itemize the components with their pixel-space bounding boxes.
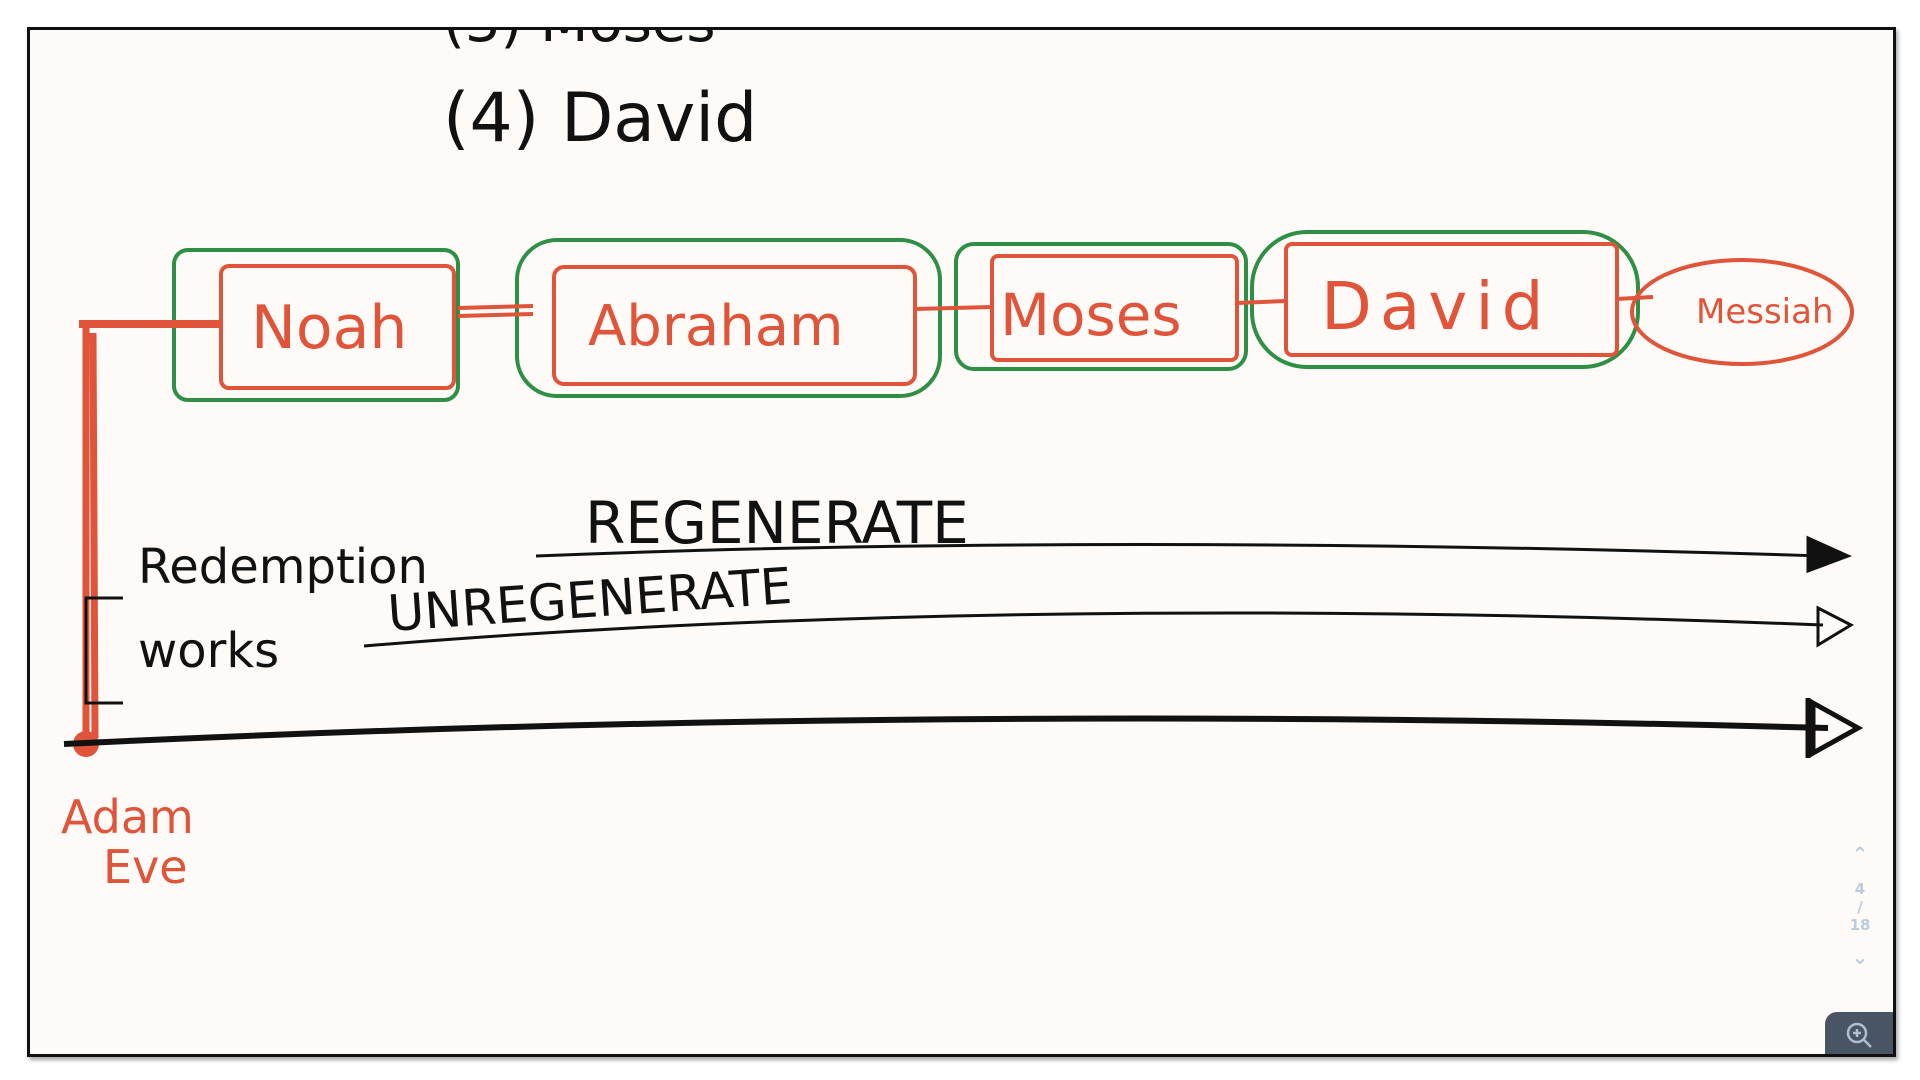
page-separator: / xyxy=(1857,898,1863,916)
label-messiah: Messiah xyxy=(1696,292,1834,332)
redemption-line xyxy=(535,543,1824,558)
whiteboard-slide: (3) Moses (4) David Noah Abraham Moses D… xyxy=(27,27,1896,1057)
red-outlines xyxy=(79,242,1854,744)
timeline-labels: Redemption REGENERATE works UNREGENERATE xyxy=(138,489,969,679)
main-arrow-icon xyxy=(1805,698,1864,758)
origin-labels: Adam Eve xyxy=(61,790,194,894)
page-total: 18 xyxy=(1849,916,1871,934)
regenerate-label: REGENERATE xyxy=(585,489,969,557)
works-line xyxy=(363,611,1824,648)
partial-heading: (3) Moses xyxy=(443,30,716,55)
label-david: David xyxy=(1321,268,1552,345)
page-current: 4 xyxy=(1854,880,1866,898)
label-abraham: Abraham xyxy=(588,294,844,359)
adam-label: Adam xyxy=(61,790,194,844)
drawing-canvas: (3) Moses (4) David Noah Abraham Moses D… xyxy=(61,30,1864,894)
next-page-chevron-icon[interactable]: ⌄ xyxy=(1851,945,1869,969)
timelines xyxy=(63,535,1864,758)
red-ellipse-messiah xyxy=(1630,258,1854,366)
redemption-arrow-icon xyxy=(1806,535,1852,574)
label-noah: Noah xyxy=(251,293,407,363)
heading-david: (4) David xyxy=(443,79,757,158)
bracket xyxy=(84,596,123,705)
covenant-labels: Noah Abraham Moses David Messiah xyxy=(251,268,1834,363)
label-moses: Moses xyxy=(1000,281,1182,349)
red-box-abraham xyxy=(552,265,917,386)
redemption-label: Redemption xyxy=(138,539,428,595)
connector-lines xyxy=(457,295,1654,318)
works-label: works xyxy=(138,623,279,679)
eve-label: Eve xyxy=(103,840,188,894)
zoom-in-icon xyxy=(1846,1022,1872,1048)
green-box-abraham xyxy=(515,238,942,398)
red-box-david xyxy=(1284,242,1619,357)
zoom-in-button[interactable] xyxy=(1825,1012,1893,1054)
prev-page-chevron-icon[interactable]: ⌃ xyxy=(1851,842,1869,866)
works-arrow-icon xyxy=(1816,605,1855,648)
main-timeline xyxy=(63,715,1829,747)
